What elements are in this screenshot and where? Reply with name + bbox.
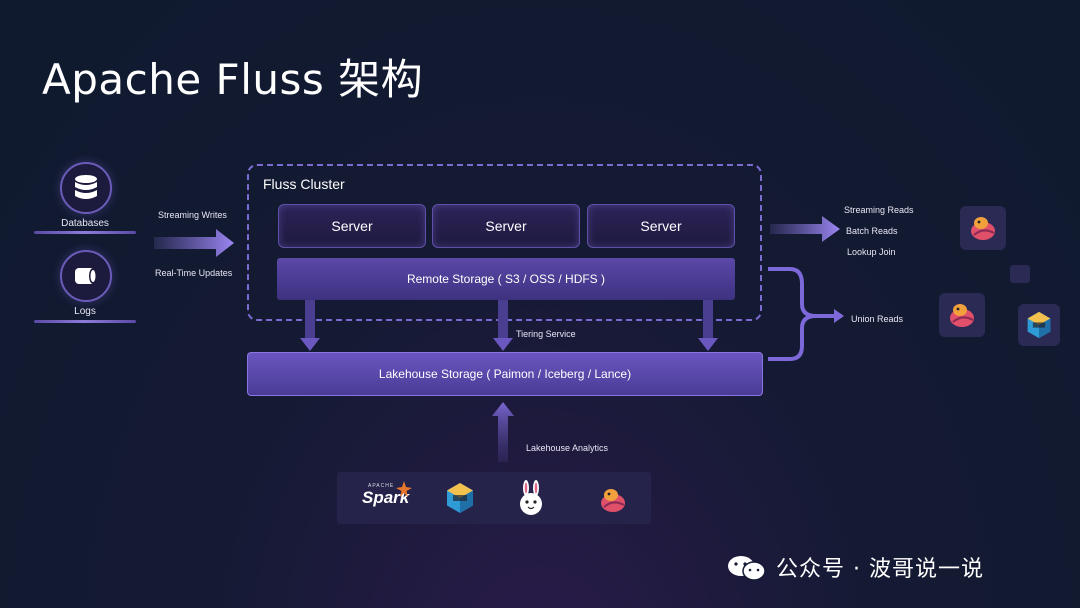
logs-label: Logs xyxy=(74,306,96,317)
remote-storage: Remote Storage ( S3 / OSS / HDFS ) xyxy=(277,258,735,300)
spark-star-icon xyxy=(396,481,412,497)
batch-reads-label: Batch Reads xyxy=(846,226,898,236)
logs-node xyxy=(60,250,112,302)
paimon-app-tile xyxy=(1018,304,1060,346)
lakehouse-storage: Lakehouse Storage ( Paimon / Iceberg / L… xyxy=(247,352,763,396)
analytics-engines-panel xyxy=(337,472,651,524)
lookup-join-label: Lookup Join xyxy=(847,247,896,257)
database-icon xyxy=(75,175,97,199)
reads-arrow xyxy=(770,216,840,242)
realtime-updates-label: Real-Time Updates xyxy=(155,268,233,278)
tiering-arrow xyxy=(698,300,718,351)
flink-logo-icon xyxy=(950,304,974,327)
tiering-arrow xyxy=(300,300,320,351)
spark-apache-text: APACHE xyxy=(368,483,395,489)
flink-logo-icon xyxy=(971,217,995,240)
databases-underline xyxy=(34,231,136,234)
spark-text: Spark xyxy=(362,488,410,507)
rabbit-logo-icon xyxy=(520,480,542,515)
server-node: Server xyxy=(587,204,735,248)
databases-node xyxy=(60,162,112,214)
wechat-icon xyxy=(728,556,766,581)
flink-app-tile xyxy=(960,206,1006,250)
server-node: Server xyxy=(432,204,580,248)
spark-logo-icon: APACHE Spark xyxy=(362,481,422,508)
tiering-service-label: Tiering Service xyxy=(516,329,576,339)
server-node: Server xyxy=(278,204,426,248)
flink-app-tile xyxy=(939,293,985,337)
watermark-text: 公众号 · 波哥说一说 xyxy=(776,557,984,582)
databases-label: Databases xyxy=(61,218,109,229)
streaming-writes-label: Streaming Writes xyxy=(158,210,227,220)
lakehouse-analytics-label: Lakehouse Analytics xyxy=(526,443,609,453)
streaming-reads-label: Streaming Reads xyxy=(844,205,914,215)
union-reads-label: Union Reads xyxy=(851,314,904,324)
paimon-logo-icon xyxy=(1027,311,1051,339)
page-title: Apache Fluss 架构 xyxy=(42,55,424,104)
analytics-arrow xyxy=(492,402,514,462)
log-icon xyxy=(75,268,97,284)
logs-underline xyxy=(34,320,136,323)
fluss-cluster-label: Fluss Cluster xyxy=(263,176,345,192)
small-tile xyxy=(1010,265,1030,283)
ingest-arrow xyxy=(154,229,234,257)
union-reads-bracket xyxy=(768,267,844,361)
flink-logo-icon xyxy=(601,489,625,512)
paimon-logo-icon xyxy=(447,483,473,513)
tiering-arrow xyxy=(493,300,513,351)
